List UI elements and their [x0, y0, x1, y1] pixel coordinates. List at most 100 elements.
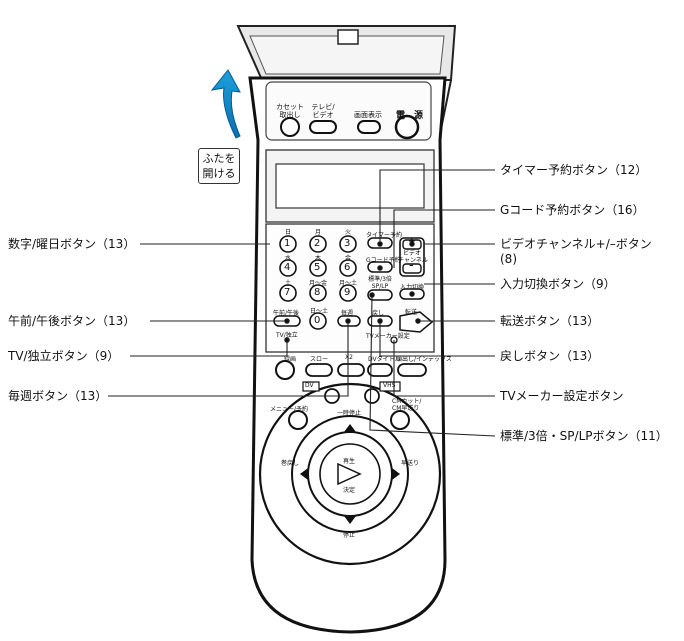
input-key-label: 入力切換 [400, 284, 425, 291]
day-thu: 木 [315, 255, 322, 262]
menu-button[interactable] [288, 410, 308, 430]
digit-8-label: 8 [314, 287, 321, 298]
callout-digits: 数字/曜日ボタン（13） [8, 237, 136, 251]
power-button[interactable] [394, 114, 420, 140]
hint-line-1: ふたを [202, 152, 236, 165]
day-mon: 月 [315, 229, 322, 236]
ffwd-arrow-icon[interactable] [392, 468, 400, 480]
video-channel-minus-button[interactable] [402, 263, 422, 274]
digit-button[interactable] [309, 312, 327, 330]
digit-1-label: 1 [284, 238, 291, 249]
x2-button[interactable] [337, 363, 365, 377]
index-key-label: 頭出し/インデックス [396, 356, 452, 363]
vhs-key-label: VHS [383, 382, 396, 389]
digit-button[interactable] [279, 284, 297, 302]
dv-key-label: DV [305, 382, 314, 389]
digit-7-label: 7 [284, 287, 291, 298]
callout-video-ch-page: (8) [500, 252, 517, 266]
day-sun: 日 [285, 229, 292, 236]
tv-video-label: テレビ/ ビデオ [311, 103, 335, 119]
menu-key-label: メニュー/予約 [270, 406, 309, 413]
pause-arrow-icon[interactable] [344, 424, 356, 432]
day-tue: 火 [345, 229, 352, 236]
callout-transfer: 転送ボタン（13） [500, 314, 600, 328]
digit-button[interactable] [309, 284, 327, 302]
enter-key-label: 決定 [343, 487, 356, 494]
speed-button[interactable] [367, 289, 393, 301]
stop-key-label: 停止 [343, 532, 356, 539]
timer-key-label: タイマー予約 [366, 232, 403, 239]
digit-5-label: 5 [314, 262, 321, 273]
cm-skip-key-label: CMカット/ CM早送り [392, 398, 422, 412]
dv-title-button[interactable] [367, 363, 393, 377]
video-ch-key-label: ビデオ チャンネル [398, 250, 428, 264]
slow-key-label: スロー [310, 356, 329, 363]
weekly-key-label: 毎週 [341, 310, 354, 317]
speed-key-label: 標準/3倍 SP/LP [368, 276, 392, 290]
vhs-select-button[interactable] [364, 388, 380, 404]
record-key-label: 録画 [284, 356, 297, 363]
top-buttons [280, 114, 420, 140]
digit-2-label: 2 [314, 238, 321, 249]
gcode-key-label: Gコード予約 [366, 257, 401, 264]
day-sat: 土 [285, 280, 292, 287]
tv-standalone-key-label: TV/独立 [276, 332, 298, 339]
callout-timer: タイマー予約ボタン（12） [500, 163, 648, 177]
display-button[interactable] [357, 120, 381, 134]
ffwd-key-label: 早送り [401, 460, 420, 467]
power-label: 電 源 [396, 111, 424, 121]
slow-button[interactable] [305, 363, 333, 377]
day-mon-fri: 月～金 [309, 280, 328, 287]
number-keypad [279, 235, 357, 330]
digit-button[interactable] [339, 259, 357, 277]
open-lid-hint: ふたを 開ける [198, 148, 240, 184]
rewind-key-label: 巻戻し [281, 460, 300, 467]
callout-speed: 標準/3倍・SP/LPボタン（11） [500, 429, 668, 443]
digit-9-label: 9 [344, 287, 351, 298]
index-button[interactable] [397, 363, 427, 377]
digit-button[interactable] [279, 259, 297, 277]
callout-video-ch: ビデオチャンネル+/–ボタン [500, 237, 652, 251]
digit-3-label: 3 [344, 238, 351, 249]
digit-button[interactable] [309, 259, 327, 277]
digit-button[interactable] [309, 235, 327, 253]
jog-arrows [300, 424, 400, 524]
every-day-key-label: 日～土 [310, 308, 329, 315]
stop-arrow-icon[interactable] [344, 516, 356, 524]
digit-button[interactable] [279, 235, 297, 253]
pause-key-label: 一時停止 [337, 410, 362, 417]
return-key-label: 戻し [372, 310, 385, 317]
dv-title-key-label: DVタイトル [368, 356, 401, 363]
display-label: 画面表示 [354, 111, 382, 119]
digit-4-label: 4 [284, 262, 291, 273]
rewind-arrow-icon[interactable] [300, 468, 308, 480]
digit-0-label: 0 [314, 315, 321, 326]
digit-button[interactable] [339, 284, 357, 302]
cm-skip-button[interactable] [390, 410, 410, 430]
day-mon-sat: 月～土 [339, 280, 358, 287]
tv-maker-key-label: TVメーカー設定 [366, 333, 410, 340]
x2-key-label: X2 [345, 354, 353, 361]
eject-label: カセット 取出し [276, 103, 304, 119]
plus-key-label: + [408, 237, 416, 247]
digit-6-label: 6 [344, 262, 351, 273]
transport-row [275, 360, 427, 430]
day-fri: 金 [345, 255, 352, 262]
open-lid-arrow-icon [210, 69, 241, 139]
ampm-key-label: 午前/午後 [273, 310, 300, 317]
callout-ampm: 午前/午後ボタン（13） [8, 314, 136, 328]
hint-line-2: 開ける [202, 167, 236, 180]
tv-video-button[interactable] [309, 120, 337, 134]
callout-weekly: 毎週ボタン（13） [8, 389, 108, 403]
callout-input: 入力切換ボタン（9） [500, 277, 616, 291]
minus-key-label: – [409, 261, 414, 271]
leader-lines [108, 169, 496, 437]
day-wed: 水 [285, 255, 292, 262]
digit-button[interactable] [339, 235, 357, 253]
eject-button[interactable] [280, 117, 300, 137]
transfer-key-label: 転送 [405, 309, 418, 316]
callout-tv-maker: TVメーカー設定ボタン [500, 389, 624, 403]
record-button[interactable] [275, 360, 295, 380]
